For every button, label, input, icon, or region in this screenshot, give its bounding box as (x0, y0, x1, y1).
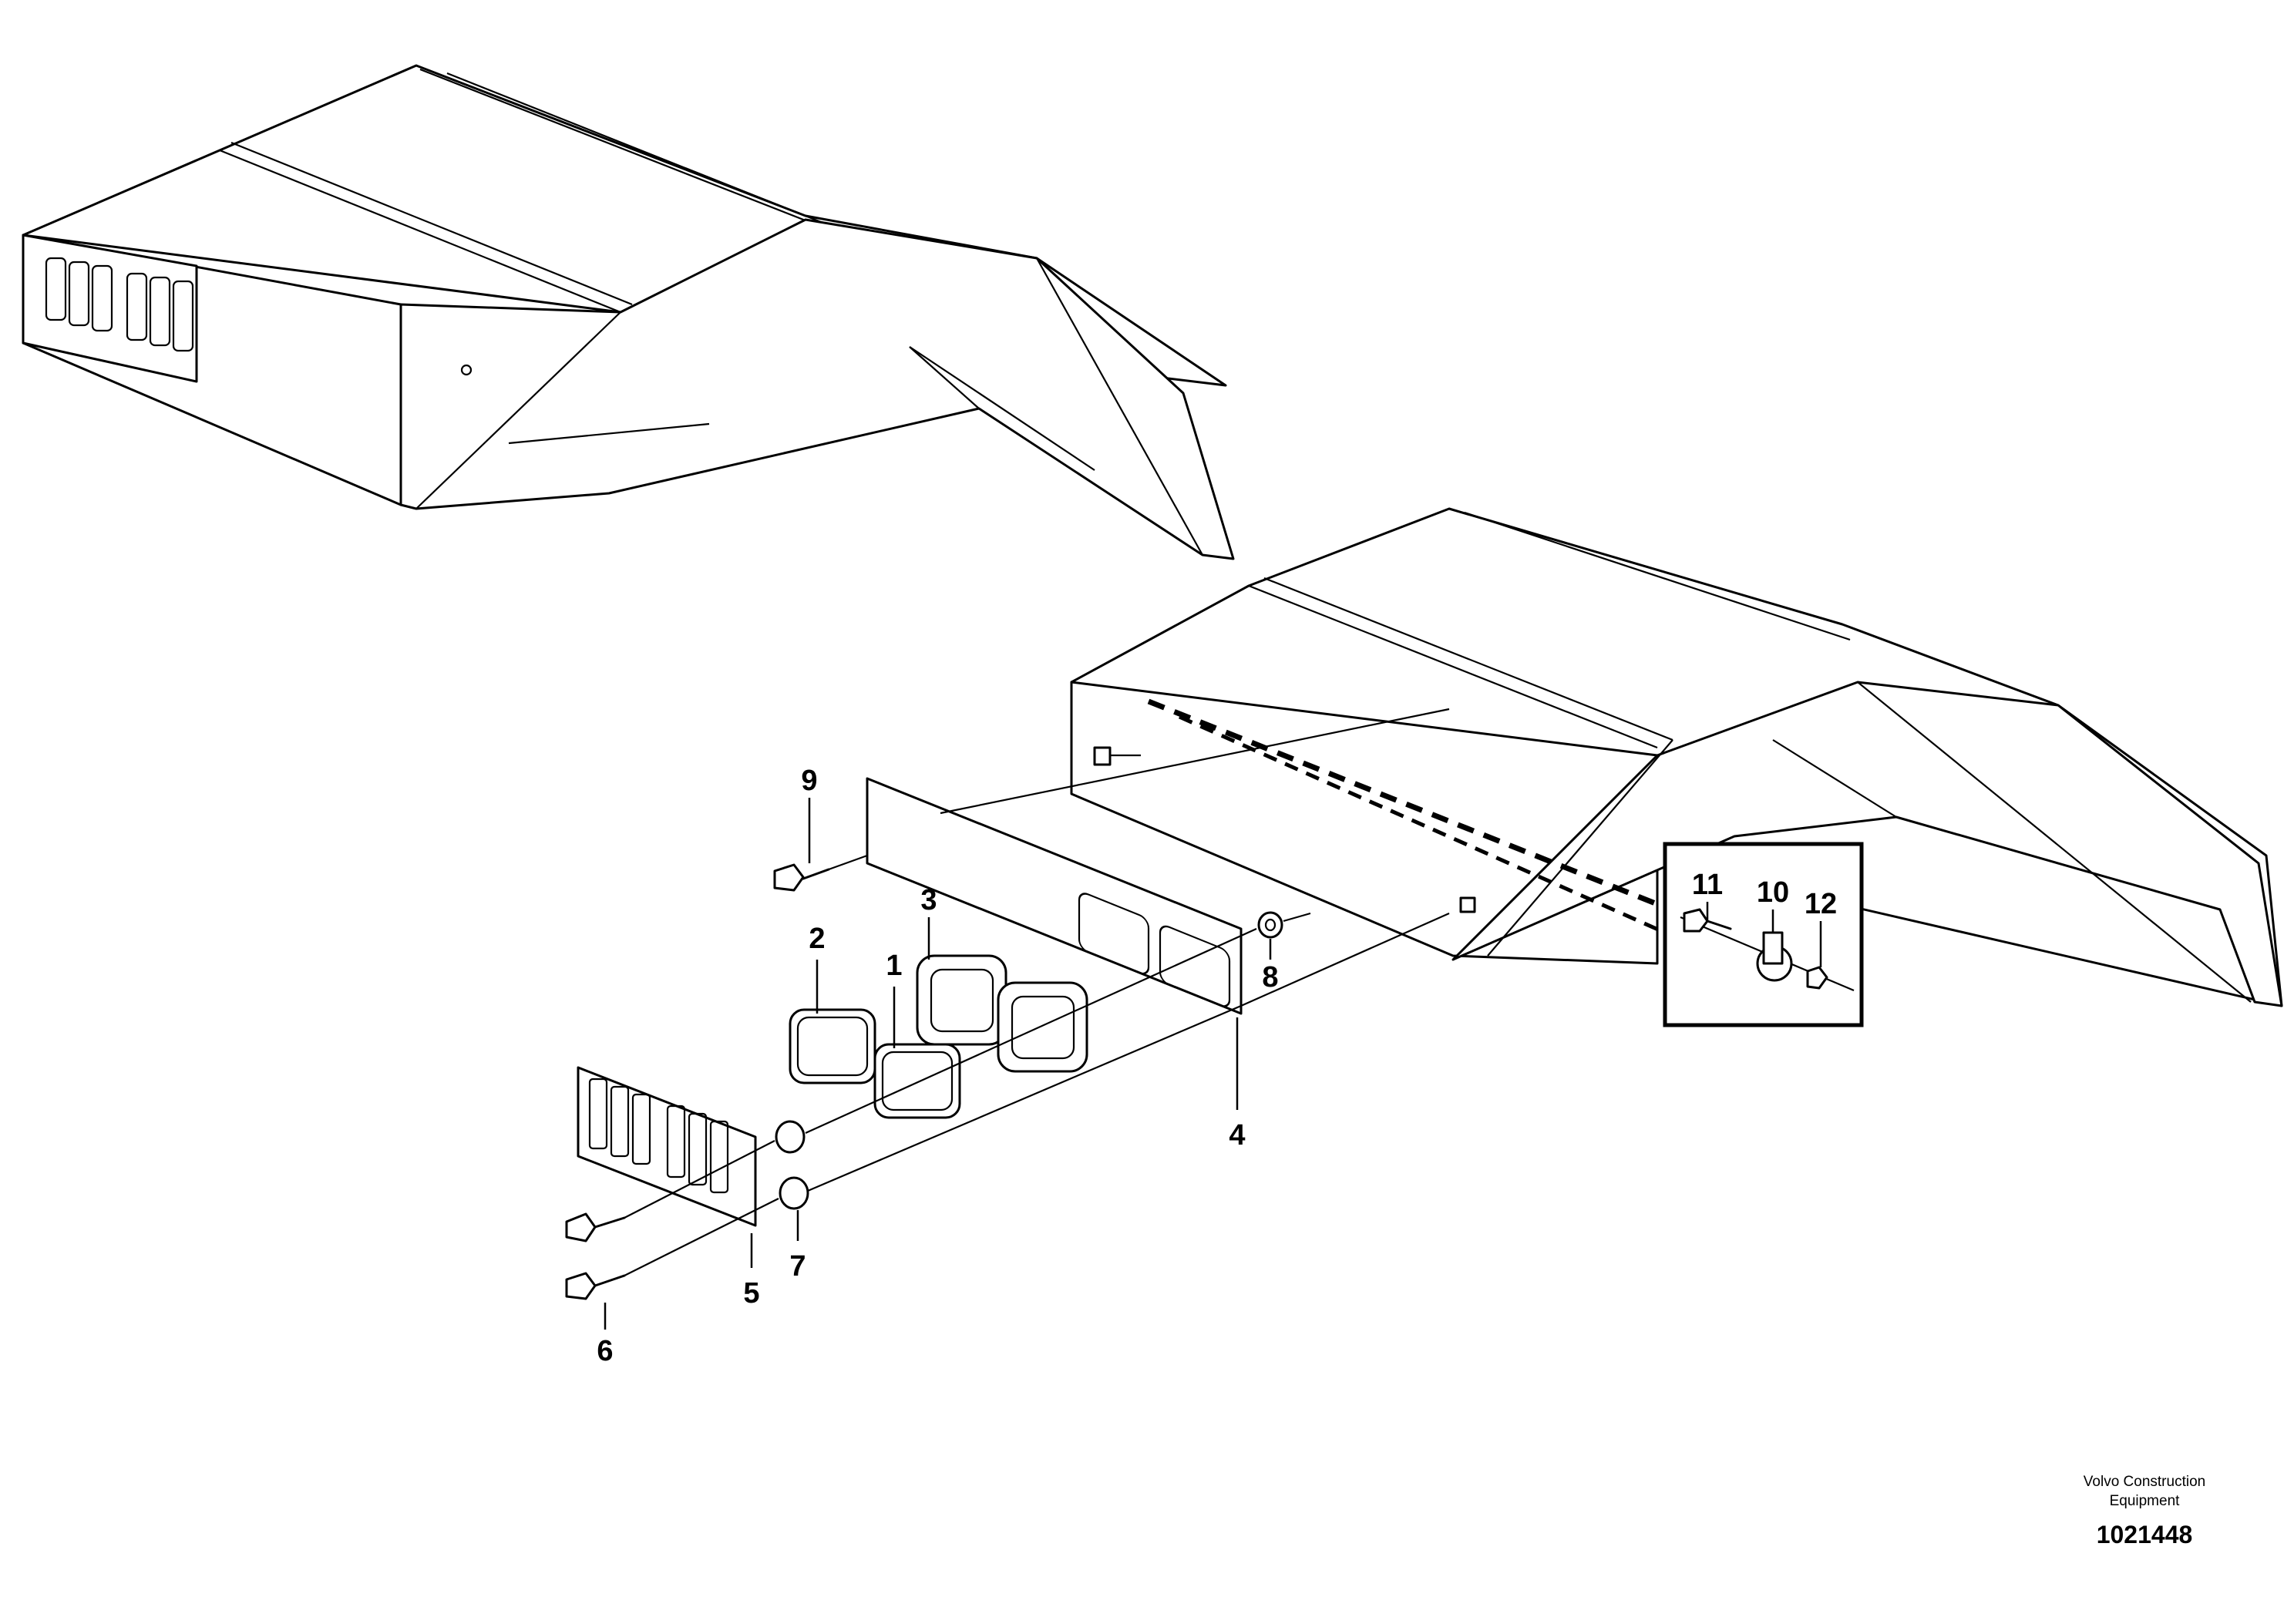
lens-1 (873, 1043, 961, 1119)
callout-6: 6 (597, 1335, 613, 1367)
callout-10: 10 (1757, 876, 1789, 909)
callout-9: 9 (801, 765, 817, 797)
bolt-6 (565, 1272, 626, 1300)
brand-line-2: Equipment (2110, 1493, 2181, 1509)
callout-2: 2 (809, 923, 825, 955)
fender-lower (1070, 507, 2283, 1007)
spacer-7 (779, 1176, 809, 1210)
callout-12: 12 (1805, 888, 1837, 920)
leader-lines (750, 798, 1822, 1268)
callout-11: 11 (1692, 869, 1723, 901)
callout-labels: 1 2 3 4 5 6 7 8 9 10 11 12 (597, 765, 1837, 1367)
spacer-7-upper (775, 1120, 806, 1154)
bolt-6-upper (565, 1212, 626, 1242)
detail-inset-box (1663, 842, 1864, 1027)
assembly-lines (624, 912, 1450, 1276)
callout-5: 5 (743, 1277, 759, 1310)
upper-vent-grille (45, 257, 194, 352)
cover-plate-4 (866, 708, 1450, 1015)
gasket-3 (916, 954, 1088, 1073)
callout-8: 8 (1262, 961, 1278, 994)
callout-7: 7 (789, 1250, 806, 1283)
bolt-11 (1683, 908, 1732, 933)
document-number: 1021448 (2097, 1521, 2193, 1548)
grille-5 (577, 1066, 757, 1227)
footer-block: Volvo Construction Equipment 1021448 (2084, 1474, 2205, 1548)
nut-12 (1806, 966, 1828, 990)
bolt-9 (773, 854, 868, 892)
nut-8 (1257, 911, 1283, 939)
brand-line-1: Volvo Construction (2084, 1474, 2205, 1490)
clamp-10 (1756, 931, 1793, 982)
callout-1: 1 (886, 950, 902, 982)
lens-2 (789, 1008, 876, 1084)
callout-3: 3 (920, 884, 937, 916)
callout-4: 4 (1229, 1119, 1245, 1152)
assembled-fender-upper (22, 64, 1235, 560)
